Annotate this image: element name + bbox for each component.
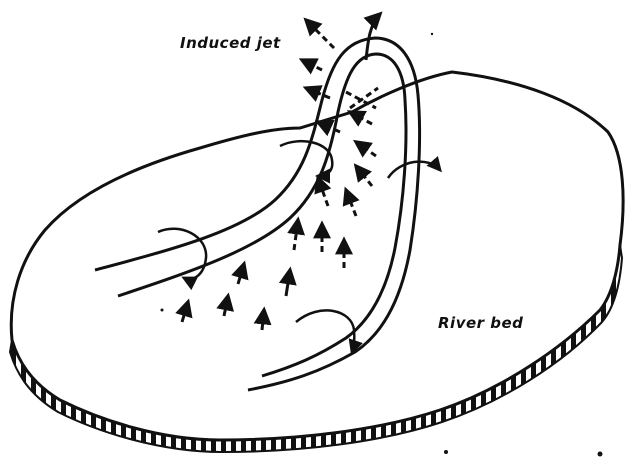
river-bed-label: River bed (438, 314, 523, 332)
induced-jet-label: Induced jet (180, 34, 281, 52)
flow-arrow-3 (262, 310, 264, 330)
dashed-arrow-11 (302, 60, 322, 70)
dashed-arrow-12 (306, 20, 334, 48)
river-bed-surface (11, 72, 623, 440)
jet-outflow-arrows (346, 14, 380, 108)
